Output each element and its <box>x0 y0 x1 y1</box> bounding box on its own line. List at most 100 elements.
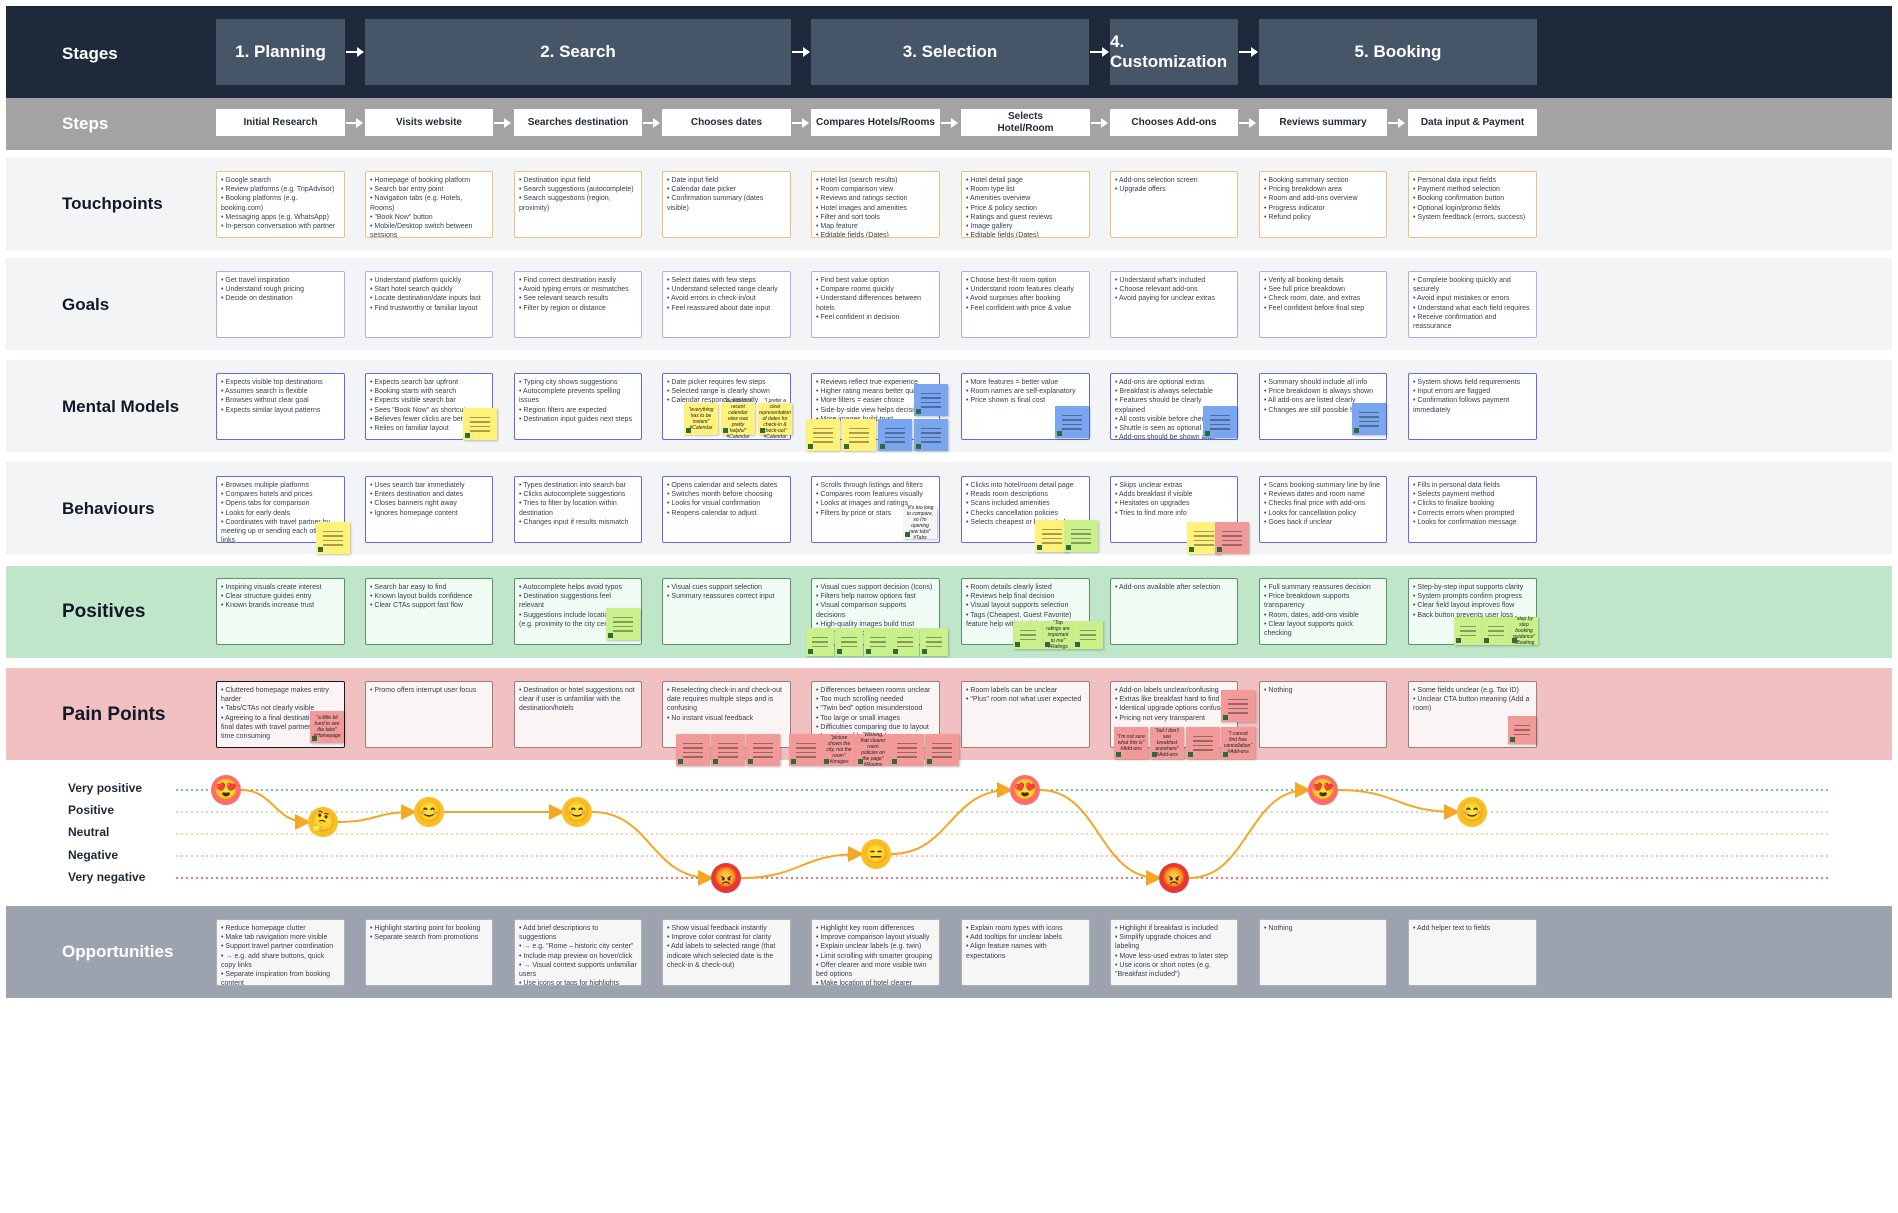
mental-model-card-item: Summary should include all info <box>1264 378 1382 387</box>
pain-point-card-item: Agreeing to a final destination and fina… <box>221 714 340 742</box>
opportunity-card-item: Add tooltips for unclear labels <box>966 933 1085 942</box>
goal-card-item: Avoid surprises after booking <box>966 294 1085 303</box>
touchpoint-card: Destination input fieldSearch suggestion… <box>514 171 642 238</box>
opportunity-card-item: Make tab navigation more visible <box>221 933 340 942</box>
opportunity-card-item: → Visual context supports unfamiliar use… <box>519 961 637 979</box>
opportunity-card: Reduce homepage clutterMake tab navigati… <box>216 919 345 986</box>
goal-card-item: Understand differences between hotels <box>816 294 935 312</box>
mental-model-card-item: Input errors are flagged <box>1413 387 1532 396</box>
touchpoint-card-item: Add-ons selection screen <box>1115 176 1233 185</box>
touchpoint-card-item: Map feature <box>816 222 935 231</box>
behaviour-card-item: Compares hotels and prices <box>221 490 340 499</box>
touchpoint-card: Google searchReview platforms (e.g. Trip… <box>216 171 345 238</box>
smiling-face-icon: 😊 <box>414 797 444 827</box>
behaviour-card-item: Ignores homepage content <box>370 509 488 518</box>
mental-model-card: Typing city shows suggestionsAutocomplet… <box>514 373 642 440</box>
opportunity-card-item: Reduce homepage clutter <box>221 924 340 933</box>
opportunity-card-item: Separate inspiration from booking conten… <box>221 970 340 985</box>
positive-card-item: Visual layout supports selection <box>966 601 1085 610</box>
positive-card-item: Step-by-step input supports clarity <box>1413 583 1532 592</box>
opportunity-card-item: Explain room types with icons <box>966 924 1085 933</box>
pain-points-row-label: Pain Points <box>62 704 166 725</box>
touchpoint-card-list: Date input fieldCalendar date pickerConf… <box>667 176 786 213</box>
opportunity-card-item: Add labels to selected range (that indic… <box>667 942 786 970</box>
behaviour-card-list: Opens calendar and selects datesSwitches… <box>667 481 786 518</box>
touchpoint-card-list: Google searchReview platforms (e.g. Trip… <box>221 176 340 231</box>
mental-model-card-item: System shows field requirements <box>1413 378 1532 387</box>
behaviour-card-item: Switches month before choosing <box>667 490 786 499</box>
pain-point-card-item: Difficulties comparing due to layout <box>816 723 935 732</box>
emotions-band <box>6 770 1892 896</box>
positive-card: Add-ons available after selection <box>1110 578 1238 645</box>
emotion-level-label: Neutral <box>68 825 110 839</box>
touchpoint-card: Personal data input fieldsPayment method… <box>1408 171 1537 238</box>
sticky-note <box>1482 617 1510 645</box>
mental-model-card: System shows field requirementsInput err… <box>1408 373 1537 440</box>
goal-card-item: Find best value option <box>816 276 935 285</box>
opportunity-card-list: Highlight starting point for bookingSepa… <box>370 924 488 942</box>
mental-model-card-item: Expects similar layout patterns <box>221 406 340 415</box>
behaviour-card: Skips unclear extrasAdds breakfast if vi… <box>1110 476 1238 543</box>
mental-model-card-item: Add-ons should be shown after booking <box>1115 433 1233 439</box>
touchpoint-card-item: Search suggestions (region, proximity) <box>519 194 637 212</box>
mental-model-card-item: Expects visible search bar <box>370 396 488 405</box>
behaviour-card: Fills in personal data fieldsSelects pay… <box>1408 476 1537 543</box>
positive-card-item: Visual cues support selection <box>667 583 786 592</box>
goal-card: Verify all booking detailsSee full price… <box>1259 271 1387 338</box>
behaviour-card-item: Scans included amenities <box>966 499 1085 508</box>
sticky-note-quote: "a pattern to recent calendar view was p… <box>721 398 755 440</box>
mental-model-card-item: Browses without clear goal <box>221 396 340 405</box>
touchpoint-card-list: Destination input fieldSearch suggestion… <box>519 176 637 213</box>
pain-point-card: Destination or hotel suggestions not cle… <box>514 681 642 748</box>
sticky-note <box>1186 727 1220 759</box>
behaviour-card-item: Clicks to finalize booking <box>1413 499 1532 508</box>
opportunity-card-item: Align feature names with expectations <box>966 942 1085 960</box>
behaviour-card: Types destination into search barClicks … <box>514 476 642 543</box>
goal-card-item: Choose relevant add-ons <box>1115 285 1233 294</box>
goal-card-item: Understand what each field requires <box>1413 304 1532 313</box>
sticky-note <box>878 419 912 451</box>
emotion-level-label: Very positive <box>68 781 143 795</box>
opportunity-card-item: Include map preview on hover/click <box>519 952 637 961</box>
sticky-note <box>920 628 948 656</box>
behaviour-card-item: Clicks autocomplete suggestions <box>519 490 637 499</box>
behaviour-card-item: Corrects errors when prompted <box>1413 509 1532 518</box>
touchpoint-card-list: Booking summary sectionPricing breakdown… <box>1264 176 1382 222</box>
goal-card-list: Get travel inspirationUnderstand rough p… <box>221 276 340 304</box>
mental-model-card-item: Date picker requires few steps <box>667 378 786 387</box>
pain-point-card-list: Room labels can be unclear"Plus" room no… <box>966 686 1085 704</box>
step-searches-destination: Searches destination <box>514 109 642 136</box>
positive-card-list: Inspiring visuals create interestClear s… <box>221 583 340 611</box>
touchpoint-card-item: Ratings and guest reviews <box>966 213 1085 222</box>
touchpoint-card-list: Personal data input fieldsPayment method… <box>1413 176 1532 222</box>
positive-card: Visual cues support selectionSummary rea… <box>662 578 791 645</box>
touchpoint-card: Date input fieldCalendar date pickerConf… <box>662 171 791 238</box>
goal-card-item: Avoid errors in check-in/out <box>667 294 786 303</box>
sticky-note <box>835 628 863 656</box>
step-initial-research: Initial Research <box>216 109 345 136</box>
sticky-quote-text: "everything has to be instant" #Calendar <box>688 407 714 431</box>
positive-card-item: Search bar easy to find <box>370 583 488 592</box>
goal-card-item: Avoid input mistakes or errors <box>1413 294 1532 303</box>
sticky-note <box>1013 621 1043 649</box>
step-arrow <box>346 118 363 128</box>
opportunity-card: Nothing <box>1259 919 1387 986</box>
mental-model-card-item: Assumes search is flexible <box>221 387 340 396</box>
positive-card-item: High-quality images build trust <box>816 620 935 629</box>
positive-card-item: Filters help narrow options fast <box>816 592 935 601</box>
pain-point-card-item: Unclear CTA button meaning (Add a room) <box>1413 695 1532 713</box>
pain-point-card-item: Nothing <box>1264 686 1382 695</box>
goals-row-label: Goals <box>62 295 110 314</box>
sticky-note <box>1352 403 1386 435</box>
pain-point-card-list: Some fields unclear (e.g. Tax ID)Unclear… <box>1413 686 1532 714</box>
sticky-note <box>1215 522 1249 554</box>
opportunity-card-item: Add brief descriptions to suggestions <box>519 924 637 942</box>
touchpoint-card-item: Editable fields (Dates) <box>816 231 935 237</box>
mental-model-card-item: Price shown is final cost <box>966 396 1085 405</box>
positive-card-item: Back button prevents user loss <box>1413 611 1532 620</box>
mental-model-card: Expects search bar upfrontBooking starts… <box>365 373 493 440</box>
heart-eyes-face-icon: 😍 <box>1010 775 1040 805</box>
goal-card-item: Receive confirmation and reassurance <box>1413 313 1532 331</box>
mental-model-card-item: Price breakdown is always shown <box>1264 387 1382 396</box>
